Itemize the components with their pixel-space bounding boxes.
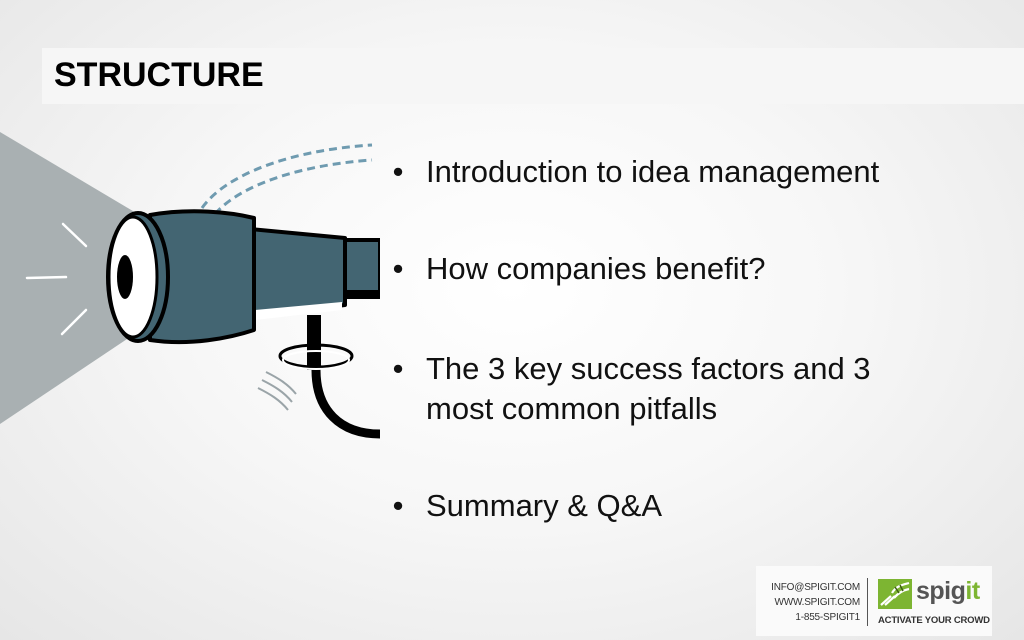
- bullet-text: Summary & Q&A: [426, 488, 662, 523]
- spigit-wordmark: spigit: [916, 577, 980, 606]
- bullet-text: The 3 key success factors and 3 most com…: [426, 351, 871, 426]
- bullet-text: How companies benefit?: [426, 251, 766, 286]
- spotlight-icon: [0, 132, 380, 439]
- contact-info: INFO@SPIGIT.COM WWW.SPIGIT.COM 1-855-SPI…: [768, 580, 860, 625]
- bullet-marker: •: [392, 154, 404, 189]
- footer-divider: [867, 578, 868, 626]
- wordmark-part2: it: [965, 577, 980, 605]
- bullet-item: • How companies benefit?: [388, 249, 988, 289]
- bullet-marker: •: [392, 488, 404, 523]
- bullet-marker: •: [392, 351, 404, 386]
- contact-email[interactable]: INFO@SPIGIT.COM: [771, 582, 860, 593]
- slide-title: STRUCTURE: [54, 56, 264, 94]
- bullet-marker: •: [392, 251, 404, 286]
- wordmark-part1: spig: [916, 577, 966, 605]
- bullet-item: • Introduction to idea management: [388, 152, 988, 192]
- contact-website[interactable]: WWW.SPIGIT.COM: [774, 597, 860, 608]
- bullet-item: • Summary & Q&A: [388, 486, 988, 526]
- spigit-logo: spigit ACTIVATE YOUR CROWD: [878, 577, 990, 629]
- bullet-item: • The 3 key success factors and 3 most c…: [388, 349, 946, 429]
- footer-branding: INFO@SPIGIT.COM WWW.SPIGIT.COM 1-855-SPI…: [756, 566, 992, 636]
- bullet-text: Introduction to idea management: [426, 154, 880, 189]
- bullet-list: • Introduction to idea management • How …: [388, 152, 988, 526]
- brand-tagline: ACTIVATE YOUR CROWD: [878, 615, 990, 626]
- spigit-logo-icon: [878, 579, 912, 609]
- contact-phone: 1-855-SPIGIT1: [795, 612, 860, 623]
- title-bar: STRUCTURE: [42, 48, 1024, 104]
